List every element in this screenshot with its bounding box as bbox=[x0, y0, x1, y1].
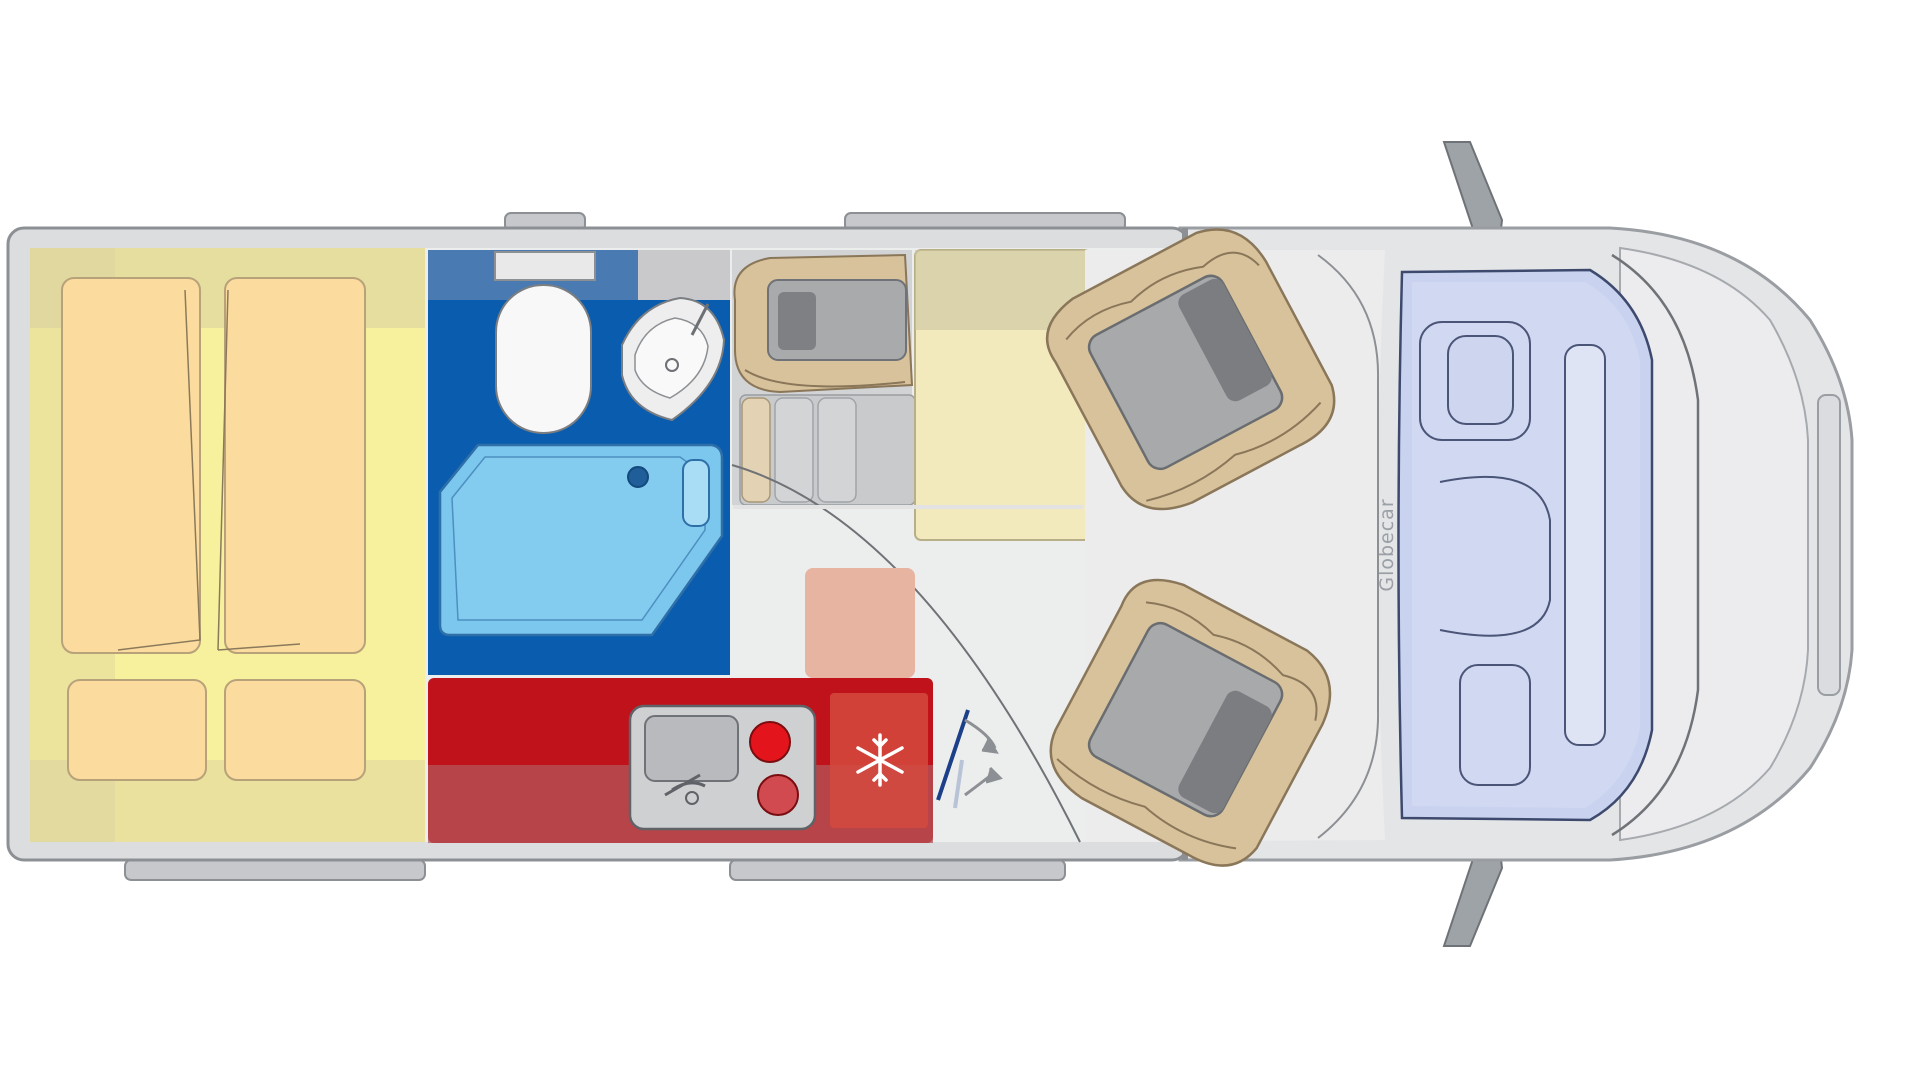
toilet bbox=[495, 284, 592, 434]
shower-drain bbox=[627, 466, 649, 488]
passenger-seat bbox=[1049, 578, 1332, 867]
steering-console bbox=[1419, 321, 1531, 441]
shower-shelf bbox=[682, 459, 710, 527]
dinette-cushion-2 bbox=[774, 397, 814, 503]
bed-cushion-4 bbox=[224, 679, 366, 781]
sink-drain bbox=[685, 791, 699, 805]
bed-fold-line-1 bbox=[117, 289, 201, 651]
right-mirror bbox=[1442, 849, 1504, 947]
bed-fold-line-2 bbox=[217, 289, 301, 651]
shower-tray-inner bbox=[451, 456, 706, 621]
floor-cabinet bbox=[805, 568, 915, 678]
wheel-arch-bottom-1 bbox=[124, 859, 426, 881]
bed-cushion-1 bbox=[61, 277, 201, 654]
washbasin-bowl bbox=[634, 317, 709, 399]
wheel-arch-bottom-2 bbox=[729, 859, 1066, 881]
sliding-door-shadow bbox=[953, 759, 964, 809]
dinette-seat bbox=[733, 253, 914, 394]
left-mirror bbox=[1442, 141, 1504, 239]
sink-tap bbox=[664, 773, 706, 797]
driver-seat bbox=[1045, 228, 1336, 511]
dinette-cushion-1 bbox=[741, 397, 771, 503]
bed-cushion-2 bbox=[224, 277, 366, 654]
hob-burner-1 bbox=[749, 721, 791, 763]
windscreen-base bbox=[1564, 344, 1606, 746]
door-swing-arrows-icon bbox=[964, 718, 1003, 797]
pass-through-floor bbox=[733, 505, 1083, 509]
instrument-cluster bbox=[1447, 335, 1514, 425]
cab-hood bbox=[1619, 246, 1809, 842]
front-grille bbox=[1817, 394, 1841, 696]
sliding-door-line bbox=[936, 709, 970, 801]
glovebox bbox=[1459, 664, 1531, 786]
hob-burner-2 bbox=[757, 774, 799, 816]
toilet-back bbox=[494, 251, 596, 281]
washbasin-tap bbox=[690, 303, 710, 336]
snowflake-icon bbox=[856, 733, 904, 787]
washbasin-drain bbox=[665, 358, 679, 372]
cab-floor-edge bbox=[1317, 254, 1380, 839]
bathroom-wall-panel bbox=[638, 250, 730, 300]
center-console bbox=[1439, 475, 1551, 637]
dinette-cushion-3 bbox=[817, 397, 857, 503]
windscreen bbox=[1611, 253, 1700, 837]
bed-cushion-3 bbox=[67, 679, 207, 781]
kitchen-sink bbox=[644, 715, 739, 782]
brand-label: Globecar bbox=[1376, 498, 1398, 591]
brand-logo: Globecar bbox=[1376, 498, 1398, 591]
